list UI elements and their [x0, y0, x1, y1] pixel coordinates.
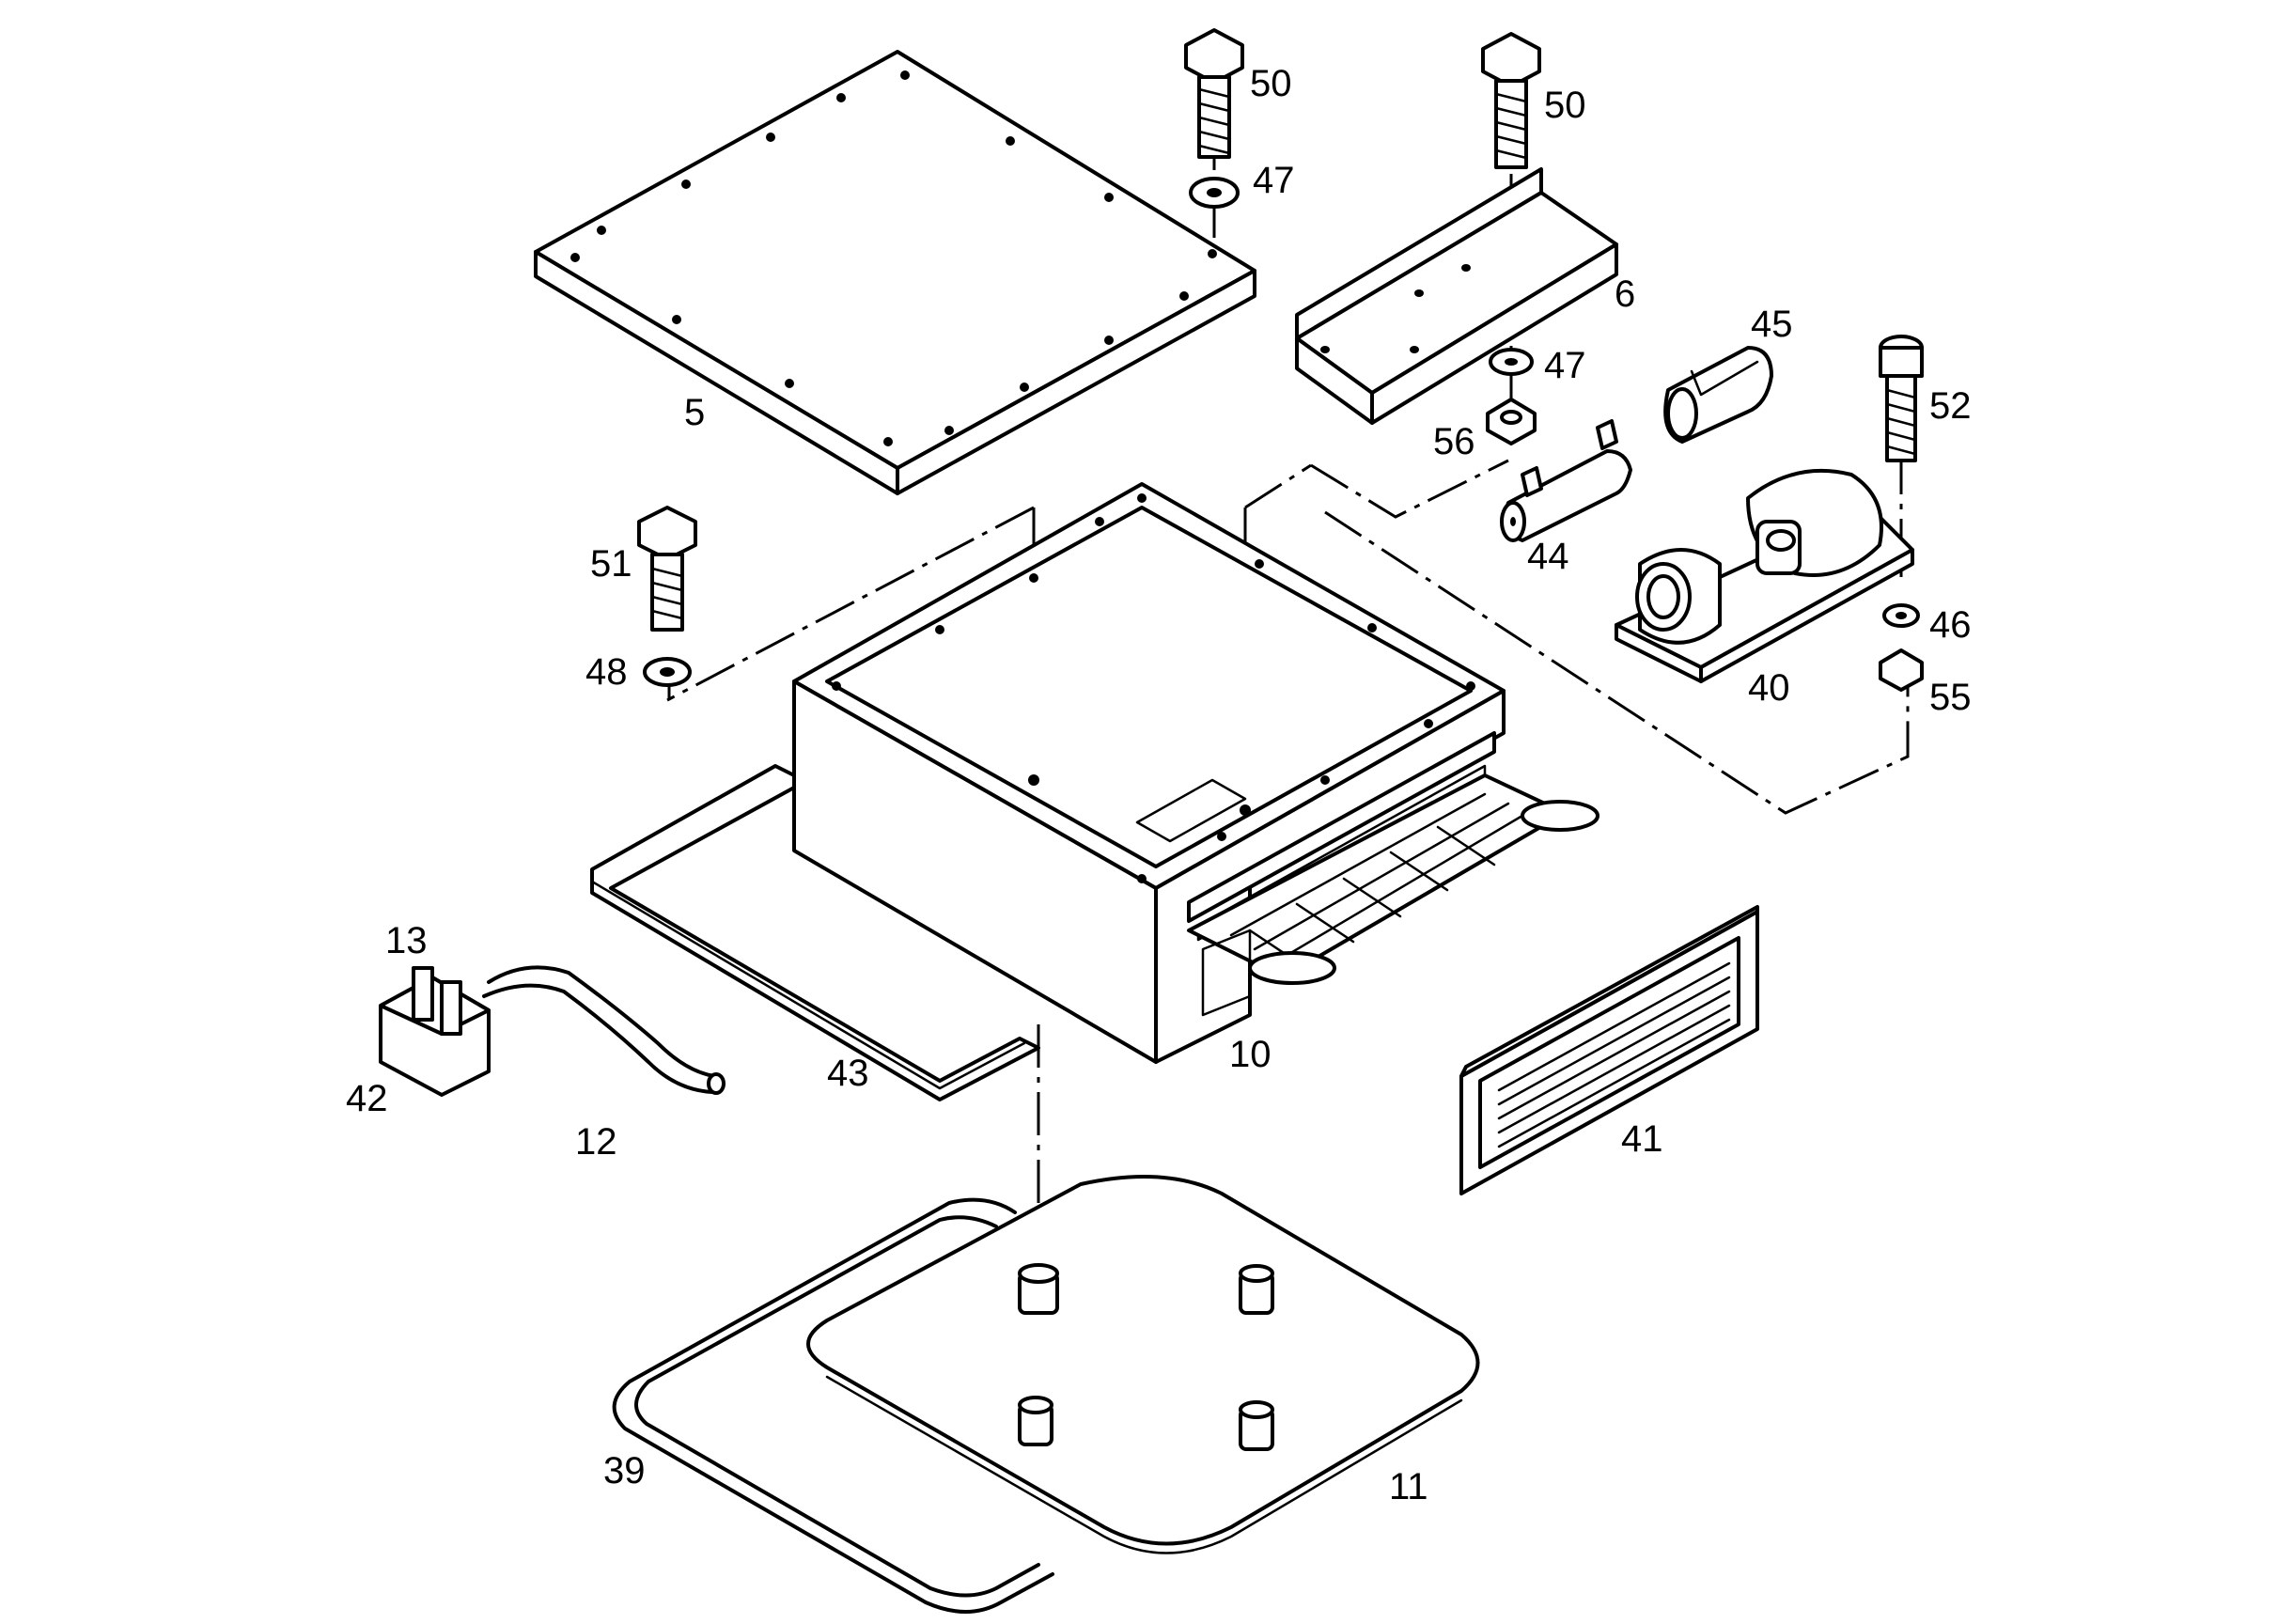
- part-5-top-cover: [534, 50, 1256, 495]
- callout-44: 44: [1527, 536, 1569, 577]
- callout-45: 45: [1751, 304, 1793, 345]
- callout-43: 43: [827, 1053, 869, 1094]
- part-39-seal-ring: [612, 1197, 1054, 1614]
- callout-labels: 5 6 10 11 12 13 39 40 41 42 43 44 45 46 …: [346, 63, 1972, 1507]
- callout-41: 41: [1621, 1118, 1663, 1160]
- callout-50-left: 50: [1250, 63, 1292, 104]
- callout-47-lower: 47: [1544, 345, 1586, 386]
- callout-40: 40: [1748, 667, 1790, 709]
- part-45-clip: [1663, 346, 1773, 444]
- callout-39: 39: [603, 1450, 646, 1491]
- screw-52: [1879, 335, 1924, 462]
- callout-11: 11: [1389, 1466, 1428, 1507]
- callout-42: 42: [346, 1078, 388, 1119]
- bolt-50-left: [1184, 28, 1244, 159]
- bolt-51: [637, 506, 697, 632]
- fasteners: [637, 28, 1924, 692]
- part-10-housing-box: [792, 482, 1599, 1064]
- part-12-cable-connector: [379, 965, 726, 1097]
- callout-10: 10: [1229, 1034, 1272, 1075]
- part-11-bottom-plate: [806, 1175, 1480, 1554]
- callout-6: 6: [1615, 273, 1635, 315]
- callout-51: 51: [590, 543, 632, 585]
- part-40-blower-motor: [1615, 468, 1914, 683]
- callout-52: 52: [1929, 385, 1972, 427]
- callout-56: 56: [1433, 421, 1475, 462]
- callout-12: 12: [575, 1121, 617, 1163]
- bolt-50-right: [1481, 32, 1541, 169]
- callout-46: 46: [1929, 604, 1972, 646]
- part-6-angle-bracket: [1295, 167, 1618, 425]
- callout-50-right: 50: [1544, 85, 1586, 126]
- part-44-resistor: [1500, 419, 1632, 542]
- callout-48: 48: [585, 651, 628, 693]
- callout-13: 13: [385, 920, 428, 961]
- part-43-base-gasket: [590, 764, 1040, 1101]
- callout-5: 5: [684, 392, 705, 433]
- callout-47-upper: 47: [1253, 160, 1295, 201]
- part-41-grille: [1459, 905, 1759, 1195]
- callout-55: 55: [1929, 677, 1972, 718]
